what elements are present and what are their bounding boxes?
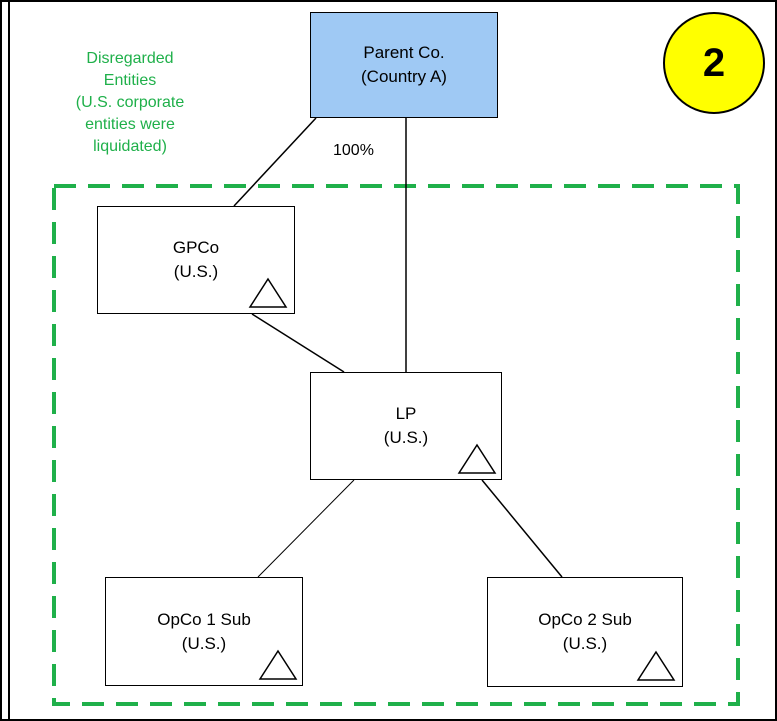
ownership-percent-label: 100% (333, 142, 374, 159)
entity-name: GPCo (172, 238, 220, 257)
connector-parent-gpco (233, 117, 317, 207)
partnership-triangle-icon (457, 443, 497, 474)
entity-jurisdiction: (U.S.) (181, 633, 227, 653)
entity-opco2-sub: OpCo 2 Sub (U.S.) (487, 577, 683, 687)
frame-left-rule (8, 0, 10, 721)
partnership-triangle-icon (248, 277, 288, 308)
disregarded-entities-label: Disregarded Entities (U.S. corporate ent… (40, 48, 220, 158)
step-number-badge: 2 (663, 12, 765, 114)
entity-jurisdiction: (Country A) (361, 67, 447, 86)
entity-opco1-sub: OpCo 1 Sub (U.S.) (105, 577, 303, 686)
entity-lp: LP (U.S.) (310, 372, 502, 480)
connector-lp-opco2 (481, 479, 563, 578)
group-label-line: entities were (85, 116, 175, 133)
partnership-triangle-icon (636, 650, 676, 681)
entity-jurisdiction: (U.S.) (173, 262, 219, 281)
entity-jurisdiction: (U.S.) (562, 634, 608, 653)
connector-lp-opco1 (257, 479, 355, 578)
entity-name: Parent Co. (363, 43, 445, 62)
disregarded-entities-group-border (52, 184, 740, 706)
group-label-line: liquidated) (93, 138, 167, 155)
group-label-line: Disregarded (86, 50, 174, 67)
entity-name: OpCo 2 Sub (538, 610, 632, 629)
entity-parent-co: Parent Co. (Country A) (310, 12, 498, 118)
partnership-triangle-icon (258, 649, 298, 680)
group-label-line: Entities (103, 72, 157, 89)
group-label-line: (U.S. corporate (75, 94, 185, 111)
entity-name: OpCo 1 Sub (157, 609, 251, 629)
connector-gpco-lp (251, 313, 345, 373)
entity-jurisdiction: (U.S.) (383, 428, 429, 447)
entity-gpco: GPCo (U.S.) (97, 206, 295, 314)
entity-name: LP (395, 404, 417, 423)
